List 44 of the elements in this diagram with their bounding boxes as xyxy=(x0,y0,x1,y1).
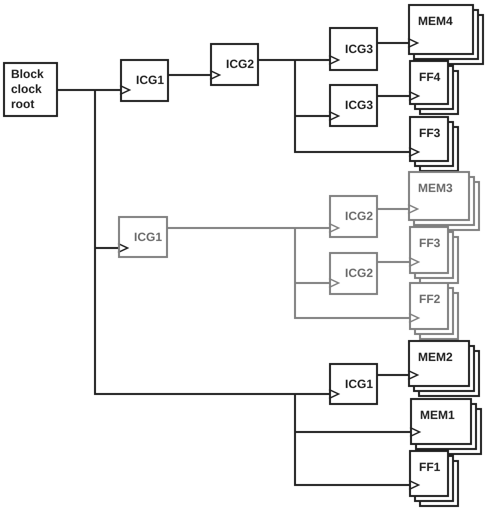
clock-gate-box xyxy=(120,59,169,102)
register-box xyxy=(408,340,470,387)
box-label: ICG3 xyxy=(345,42,374,56)
box-label: FF3 xyxy=(419,236,440,251)
clock-wire xyxy=(378,370,418,380)
clock-wire xyxy=(378,204,418,214)
box-label: ICG1 xyxy=(134,230,162,244)
box-label: ICG3 xyxy=(345,98,374,113)
register-box xyxy=(409,450,449,497)
box-label: Block clock root xyxy=(11,67,45,112)
box-label: ICG2 xyxy=(226,57,254,72)
box-label: MEM3 xyxy=(418,181,453,196)
box-label: FF1 xyxy=(419,460,440,475)
register-box xyxy=(408,171,470,221)
clock-gate-box xyxy=(210,43,259,86)
box-label: MEM4 xyxy=(418,14,453,29)
clock-root-box xyxy=(3,62,58,117)
clock-wire xyxy=(168,227,420,324)
register-box xyxy=(409,116,449,162)
clock-wire xyxy=(378,256,420,268)
box-label: ICG2 xyxy=(345,266,374,281)
clock-gate-box xyxy=(118,216,168,258)
register-box xyxy=(409,282,449,330)
box-label: MEM1 xyxy=(420,408,455,423)
clock-wire xyxy=(378,38,418,48)
clock-gate-box xyxy=(329,363,378,405)
box-label: MEM2 xyxy=(418,350,453,365)
box-label: ICG1 xyxy=(136,73,164,88)
clock-gate-box xyxy=(329,252,378,295)
register-box xyxy=(409,226,449,274)
clock-wire xyxy=(378,90,420,102)
clock-gate-box xyxy=(329,27,378,71)
box-label: ICG2 xyxy=(345,209,374,224)
box-label: FF4 xyxy=(419,70,440,85)
register-box xyxy=(410,398,472,445)
box-label: ICG1 xyxy=(345,376,374,392)
register-box xyxy=(408,4,474,55)
clock-gate-box xyxy=(329,84,378,127)
clock-wire xyxy=(259,59,420,158)
clock-gate-box xyxy=(329,195,378,238)
register-box xyxy=(409,60,449,105)
clock-wire xyxy=(169,70,220,80)
box-label: FF2 xyxy=(419,292,440,307)
box-label: FF3 xyxy=(419,126,440,141)
